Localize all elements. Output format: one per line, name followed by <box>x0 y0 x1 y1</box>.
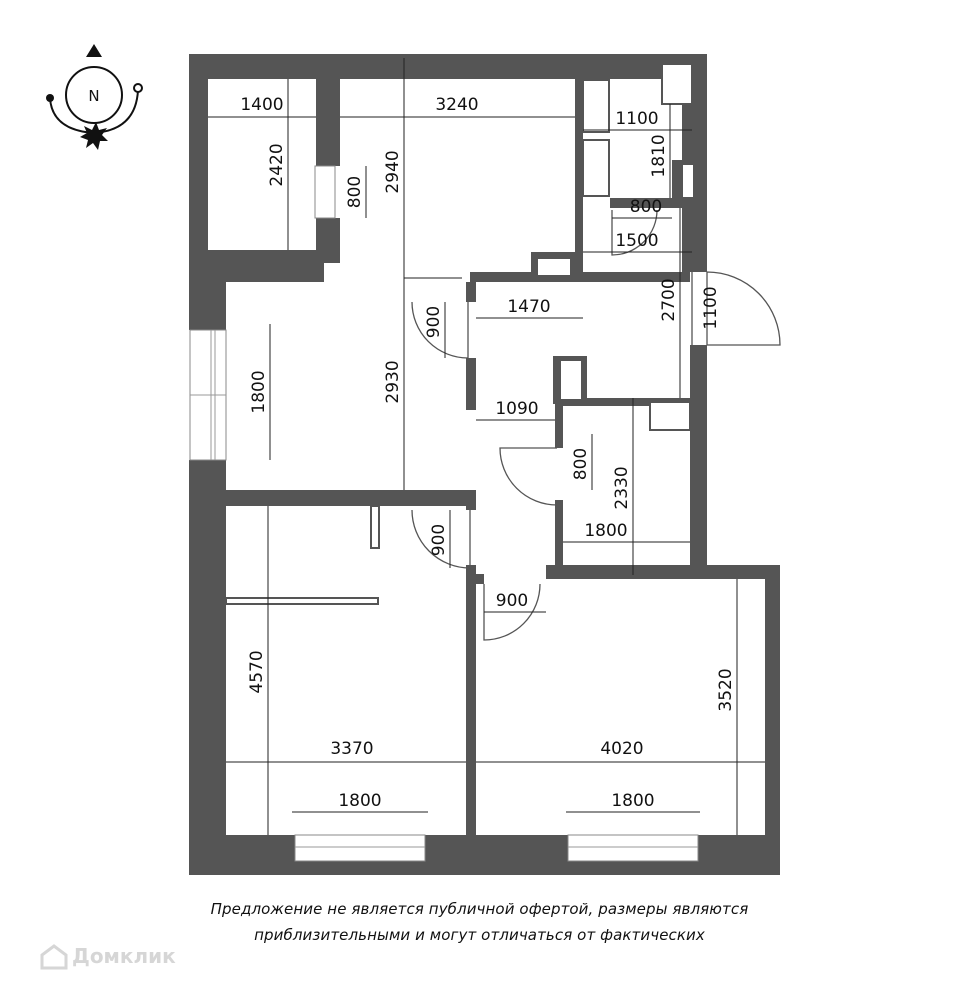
dim-1800: 1800 <box>611 791 654 811</box>
toilet <box>681 163 695 199</box>
window <box>294 834 426 862</box>
dim-1800: 1800 <box>584 521 627 541</box>
dim-1100: 1100 <box>615 109 658 129</box>
north-arrow-icon <box>86 44 102 57</box>
sink <box>661 63 693 105</box>
dim-900: 900 <box>429 524 449 556</box>
dim-2940: 2940 <box>383 150 403 193</box>
dim-4020: 4020 <box>600 739 643 759</box>
door <box>499 447 558 506</box>
sun-icon <box>80 122 108 150</box>
sunset-dot-icon <box>133 83 143 93</box>
dim-3520: 3520 <box>716 668 736 711</box>
dim-3370: 3370 <box>330 739 373 759</box>
disclaimer-line-1: Предложение не является публичной оферто… <box>210 900 749 918</box>
washer <box>582 139 610 197</box>
disclaimer-line-2: приблизительными и могут отличаться от ф… <box>254 926 705 944</box>
dim-900: 900 <box>424 306 444 338</box>
dim-1100: 1100 <box>701 286 721 329</box>
compass-label: N <box>88 87 99 105</box>
shelf <box>582 79 610 133</box>
dim-900: 900 <box>496 591 528 611</box>
dim-4570: 4570 <box>247 650 267 693</box>
door <box>411 301 469 359</box>
cabinet <box>559 359 583 401</box>
walls <box>189 54 780 875</box>
watermark: Домклик <box>72 944 176 968</box>
heater <box>536 257 572 277</box>
dim-1470: 1470 <box>507 297 550 317</box>
dim-800: 800 <box>345 176 365 208</box>
dim-1500: 1500 <box>615 231 658 251</box>
window <box>567 834 699 862</box>
partition <box>370 505 380 549</box>
dim-800: 800 <box>571 448 591 480</box>
windows <box>189 165 699 862</box>
dim-2420: 2420 <box>267 143 287 186</box>
dim-2930: 2930 <box>383 360 403 403</box>
partition <box>225 597 379 605</box>
dim-3240: 3240 <box>435 95 478 115</box>
home-logo-icon <box>40 944 68 970</box>
dim-2330: 2330 <box>612 466 632 509</box>
dim-1800: 1800 <box>249 370 269 413</box>
compass: N <box>46 44 143 150</box>
dim-2700: 2700 <box>659 278 679 321</box>
compass-circle <box>65 66 123 124</box>
dim-1810: 1810 <box>649 134 669 177</box>
dim-1800: 1800 <box>338 791 381 811</box>
door <box>483 583 541 641</box>
window <box>314 165 336 219</box>
entrance-door <box>706 271 781 346</box>
dimension-lines <box>208 58 765 835</box>
doors <box>411 209 781 641</box>
dimension-labels: 1400 3240 2420 2940 800 1100 1810 800 15… <box>240 95 736 811</box>
sink <box>649 401 691 431</box>
door <box>611 209 658 256</box>
dim-800: 800 <box>630 197 662 217</box>
dim-1090: 1090 <box>495 399 538 419</box>
sunrise-dot-icon <box>46 94 54 102</box>
dim-1400: 1400 <box>240 95 283 115</box>
door <box>411 509 471 569</box>
fixtures <box>225 63 695 605</box>
